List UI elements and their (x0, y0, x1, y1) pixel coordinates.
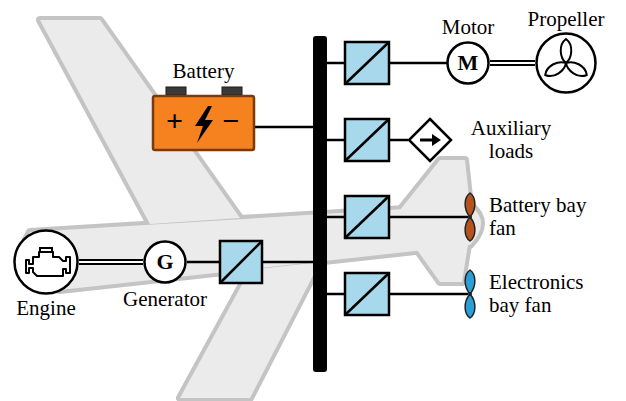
aircraft-silhouette (21, 20, 481, 398)
shaft-inner (79, 261, 143, 263)
fan-icon: Electronics bay fan (461, 269, 479, 319)
engine-circle-shape (13, 229, 79, 295)
tail-fin-outline (410, 232, 470, 282)
diamond-outline (409, 119, 451, 161)
power-converter (345, 273, 389, 315)
fan-hub (468, 215, 472, 219)
battery-box: Battery+− (152, 95, 255, 151)
propeller-blade (543, 58, 569, 79)
propeller-blade (561, 39, 572, 63)
power-converter (345, 42, 389, 84)
propeller-circle-shape (535, 32, 597, 94)
shaft-inner (490, 62, 535, 64)
converter-box (345, 119, 389, 161)
converter-box (345, 196, 389, 238)
polarity-sign: + (166, 104, 183, 137)
fuselage-outline (21, 205, 481, 290)
engine-icon (26, 252, 70, 276)
shaft-connector (79, 262, 143, 263)
converter-box (345, 42, 389, 84)
converter-diagonal (345, 42, 389, 84)
current-arrowhead (432, 134, 441, 146)
fan-blade (465, 217, 475, 241)
aircraft-fill (21, 20, 481, 398)
propeller-blade (563, 58, 589, 79)
node-label: Electronics bay fan (489, 271, 607, 317)
wire (326, 62, 345, 65)
converter-diagonal (220, 241, 262, 283)
fan-icon: Battery bay fan (461, 192, 479, 242)
circle-outline (15, 231, 78, 294)
current-arrow (420, 139, 434, 142)
power-converter (345, 119, 389, 161)
fan-hub (468, 292, 472, 296)
node-label: Auxiliary loads (461, 117, 561, 163)
wire (389, 139, 408, 142)
converter-diagonal (345, 119, 389, 161)
fan-blade (465, 193, 475, 217)
node-label: Battery (173, 60, 235, 83)
wing-outline (40, 20, 240, 224)
load-diamond-shape (407, 117, 453, 163)
motor-circle: MotorM (446, 41, 490, 85)
wire (326, 216, 345, 219)
wire (389, 293, 468, 296)
shape-letter: G (143, 240, 187, 284)
wire (326, 139, 345, 142)
dc-bus-bar (313, 36, 327, 372)
tail-fin (410, 232, 470, 282)
shaft-outer (490, 60, 535, 66)
fan-icon-shape (461, 192, 479, 242)
node-label: Battery bay fan (489, 194, 607, 240)
circle-outline (537, 34, 596, 93)
engine-icon-detail (40, 248, 52, 252)
lightning-bolt (195, 106, 213, 143)
converters (220, 42, 389, 315)
wire (187, 261, 220, 264)
battery-body (153, 96, 254, 150)
power-converter (220, 241, 262, 283)
wing (40, 20, 240, 224)
converter-diagonal (345, 196, 389, 238)
wire (326, 293, 345, 296)
engine-circle: Engine (13, 229, 79, 295)
node-label: Generator (123, 288, 207, 311)
fan-blade (465, 270, 475, 294)
node-label: Motor (442, 16, 495, 39)
propeller-circle: Propeller (535, 32, 597, 94)
tail-fin-outline (400, 160, 470, 210)
shape-letter: M (446, 41, 490, 85)
power-converter (345, 196, 389, 238)
fan-blade (465, 294, 475, 318)
generator-circle: GGenerator (143, 240, 187, 284)
battery-terminal (222, 87, 242, 95)
fuselage (21, 205, 481, 290)
load-diamond: Auxiliary loads (407, 117, 453, 163)
converter-diagonal (345, 273, 389, 315)
propeller-blades (543, 39, 590, 80)
wire (389, 62, 447, 65)
shaft-outer (79, 259, 143, 265)
fan-icon-shape (461, 269, 479, 319)
shaft-connector (490, 63, 535, 64)
polarity-sign: − (222, 104, 239, 137)
wire (389, 216, 468, 219)
converter-box (220, 241, 262, 283)
battery-terminal (166, 87, 186, 95)
node-label: Propeller (528, 8, 605, 31)
converter-box (345, 273, 389, 315)
wire (255, 126, 314, 129)
wire (262, 261, 314, 264)
tail-fin (400, 160, 470, 210)
node-label: Engine (16, 297, 75, 320)
aircraft-outline (21, 20, 481, 398)
